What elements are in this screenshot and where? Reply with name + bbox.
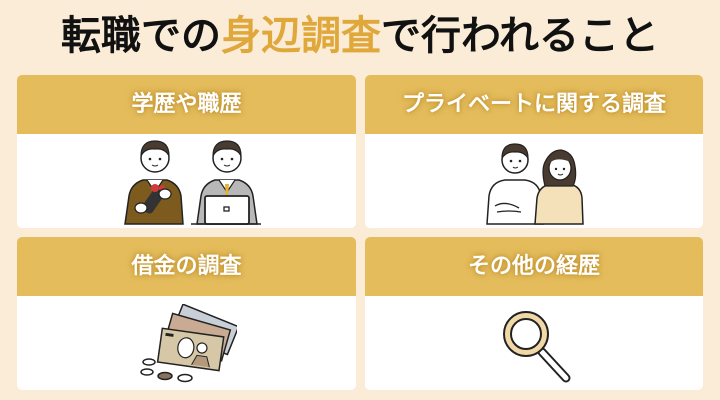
title-highlight: 身辺調査	[221, 13, 381, 59]
title-prefix: 転職での	[61, 13, 221, 59]
title-suffix: で行われること	[381, 13, 659, 59]
panel-body	[365, 296, 703, 390]
panel-private-life: プライベートに関する調査	[365, 75, 703, 228]
money-bills-and-coins-icon	[140, 304, 237, 383]
panel-body	[365, 134, 703, 228]
panel-body	[17, 296, 356, 390]
panel-header: プライベートに関する調査	[365, 75, 703, 134]
panel-other-history: その他の経歴	[365, 237, 703, 390]
panel-debt: 借金の調査	[17, 237, 356, 390]
couple-icon	[486, 143, 584, 225]
page-title: 転職での身辺調査で行われること	[0, 8, 720, 64]
students-and-office-worker-icon	[124, 140, 261, 225]
panel-header: その他の経歴	[365, 237, 703, 296]
panel-education-career: 学歴や職歴	[17, 75, 356, 228]
panel-header: 借金の調査	[17, 237, 356, 296]
panel-body	[17, 134, 356, 228]
panel-header: 学歴や職歴	[17, 75, 356, 134]
magnifying-glass-icon	[503, 311, 571, 383]
